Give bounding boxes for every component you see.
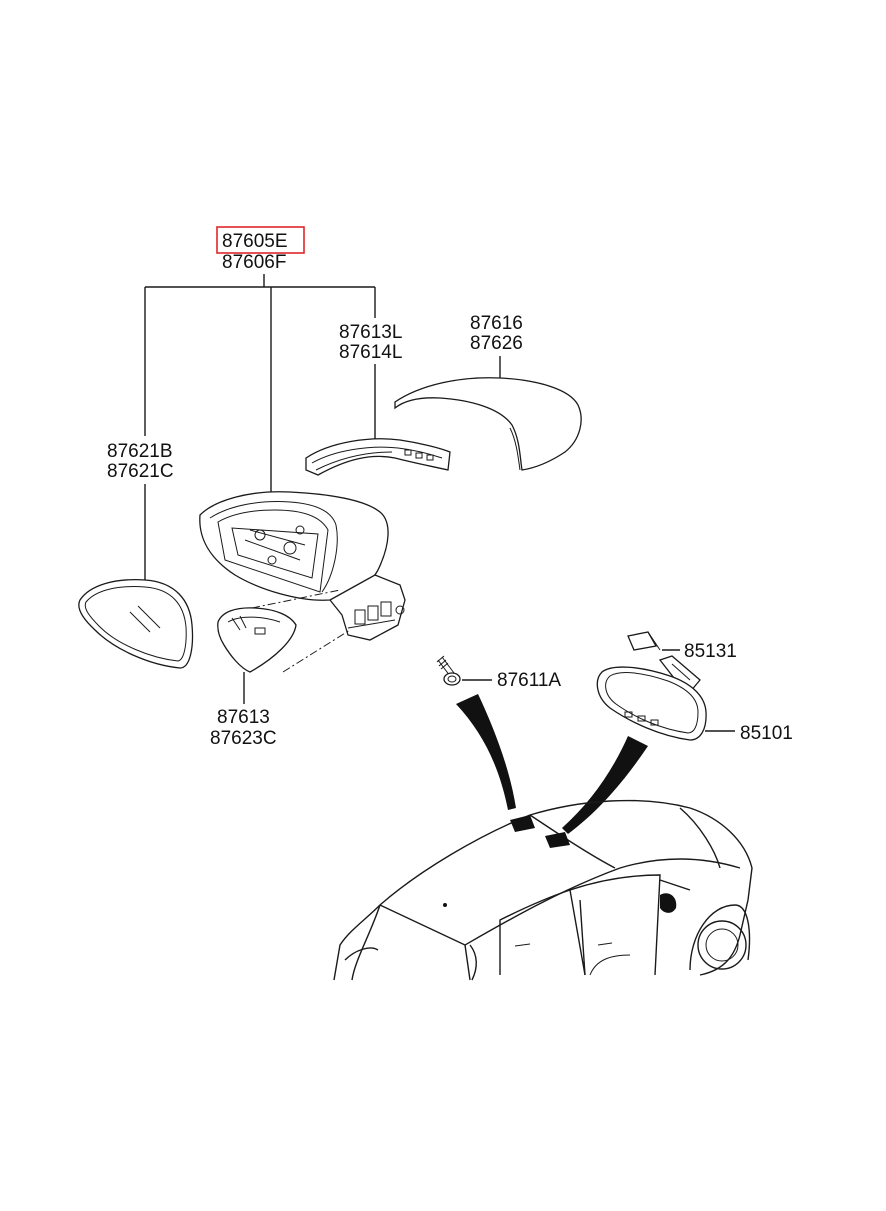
label-87611A[interactable]: 87611A xyxy=(497,670,561,691)
label-87626[interactable]: 87626 xyxy=(470,333,523,354)
label-87623C[interactable]: 87623C xyxy=(210,728,277,749)
car-outline xyxy=(333,799,753,981)
label-87616[interactable]: 87616 xyxy=(470,313,523,334)
label-87606F[interactable]: 87606F xyxy=(222,252,286,273)
pointer-arrows xyxy=(456,694,648,834)
leader-lines xyxy=(144,274,735,732)
highlight-box[interactable] xyxy=(216,226,305,254)
label-85101[interactable]: 85101 xyxy=(740,723,793,744)
label-85131[interactable]: 85131 xyxy=(684,641,737,662)
label-87621B[interactable]: 87621B xyxy=(107,441,173,462)
dash-lines xyxy=(251,589,351,673)
mirror-glass[interactable] xyxy=(78,579,194,669)
arrow-to-mirror xyxy=(456,694,516,810)
label-87613L[interactable]: 87613L xyxy=(339,322,402,343)
label-87614L[interactable]: 87614L xyxy=(339,342,402,363)
label-87613[interactable]: 87613 xyxy=(217,707,270,728)
arrow-to-inner xyxy=(562,736,648,834)
inner-rearview-mirror[interactable] xyxy=(596,666,707,741)
mirror-cap[interactable] xyxy=(394,377,582,471)
mirror-housing[interactable] xyxy=(199,491,406,641)
label-87605E[interactable]: 87605E xyxy=(222,231,288,252)
label-87621C[interactable]: 87621C xyxy=(107,461,174,482)
screw[interactable] xyxy=(436,655,461,686)
side-repeater-lamp[interactable] xyxy=(305,438,451,476)
lower-cover[interactable] xyxy=(217,607,297,673)
inner-mirror-cover[interactable] xyxy=(627,631,701,693)
